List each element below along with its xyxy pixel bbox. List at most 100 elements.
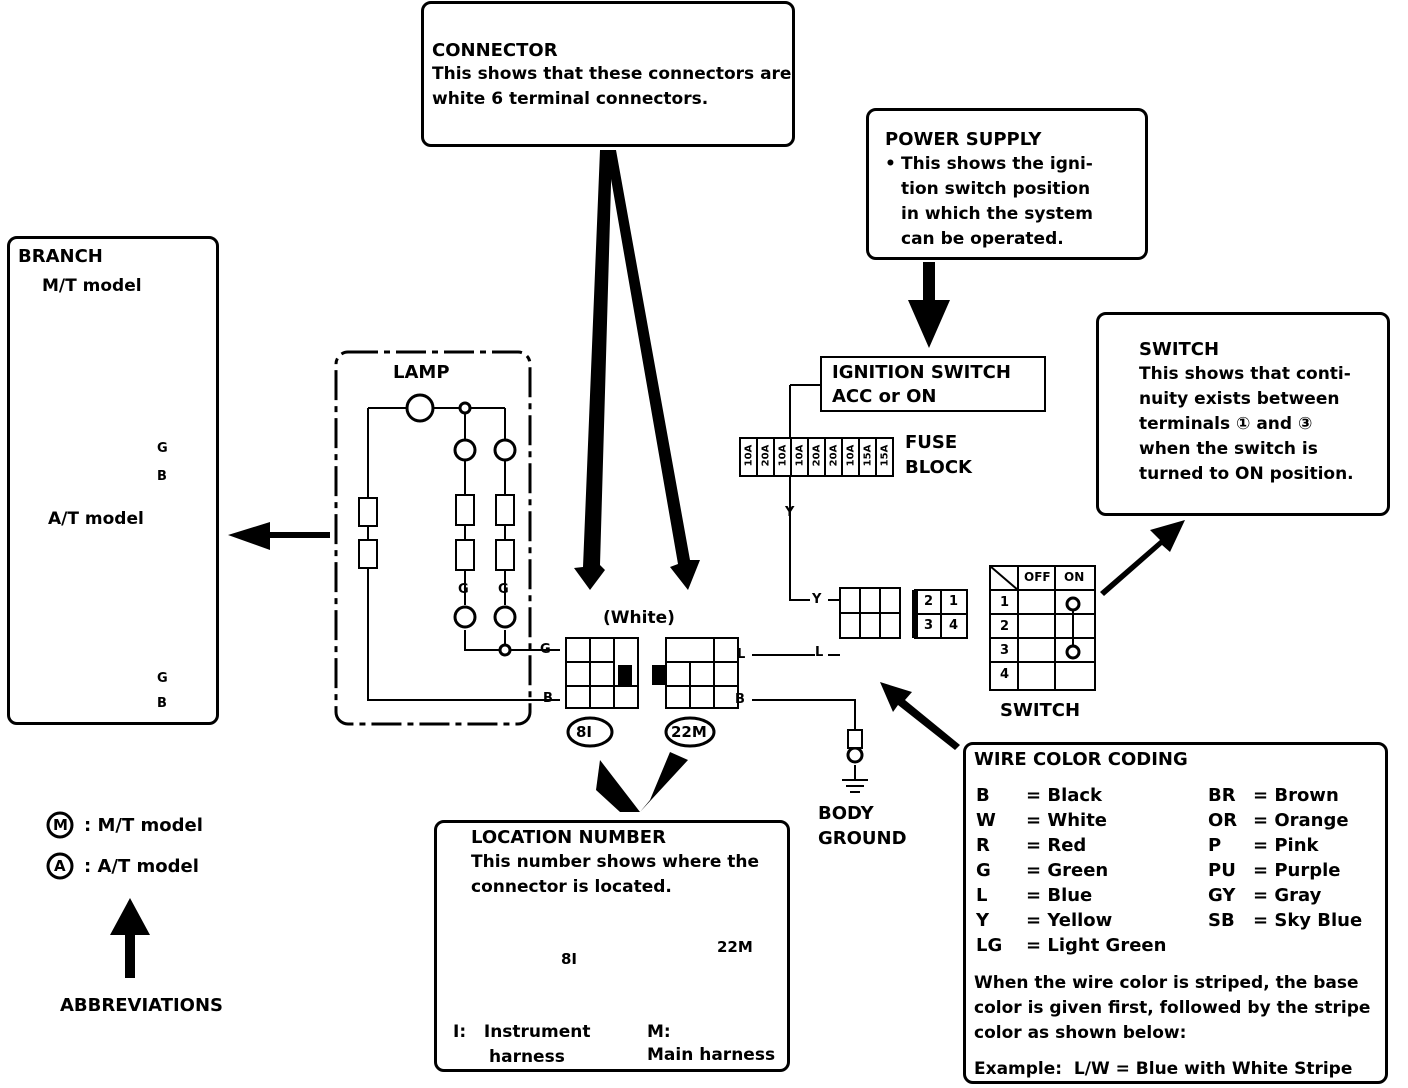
- wire-color-row: W= White: [976, 810, 1107, 831]
- switch-line2: nuity exists between: [1139, 389, 1340, 409]
- connector-arrow-right: [606, 150, 700, 590]
- branch-at-g: G: [157, 671, 168, 686]
- connector-arrow-left: [574, 150, 612, 590]
- ignition-line2: ACC or ON: [832, 386, 937, 407]
- terminal-4: 4: [949, 618, 959, 633]
- ground-line2: GROUND: [818, 828, 907, 849]
- branch-box: BRANCH M/T model A/T model G B G B: [7, 236, 219, 725]
- location-arrow-a: [596, 760, 640, 812]
- branch-mt-label: M/T model: [42, 276, 142, 296]
- location-code-22m: 22M: [671, 723, 707, 741]
- switch-off-header: OFF: [1024, 570, 1051, 584]
- switch-label: SWITCH: [1000, 700, 1081, 721]
- location-i-label2: harness: [489, 1047, 565, 1067]
- branch-title: BRANCH: [18, 246, 103, 267]
- wire-color-code: GY: [1208, 885, 1236, 906]
- location-title: LOCATION NUMBER: [471, 827, 666, 848]
- lamp-branch-wire: [464, 460, 560, 651]
- wire-color-row: LG = Light Green: [976, 935, 1166, 956]
- wire-color-row: OR= Orange: [1208, 810, 1349, 831]
- fuse-rating: 15A: [879, 444, 891, 467]
- wire-color-code: OR: [1208, 810, 1238, 831]
- wire-color-note1: When the wire color is striped, the base: [974, 973, 1359, 993]
- wire-color-example: Example: L/W = Blue with White Stripe: [974, 1059, 1353, 1079]
- wire-color-row: PU= Purple: [1208, 860, 1341, 881]
- lamp-wire-g2: G: [498, 582, 509, 597]
- wire-label-g: G: [540, 642, 551, 657]
- wire-color-note2: color is given first, followed by the st…: [974, 998, 1371, 1018]
- location-code-8i: 8I: [576, 723, 593, 741]
- fuse-rating: 20A: [811, 444, 823, 467]
- wire-label-y2: Y: [812, 592, 822, 607]
- switch-row-4: 4: [1000, 667, 1010, 682]
- branch-at-b: B: [157, 696, 167, 711]
- switch-row-2: 2: [1000, 619, 1010, 634]
- fuse-rating: 10A: [777, 444, 789, 467]
- branch-at-label: A/T model: [48, 509, 144, 529]
- wire-color-name: = Green: [1026, 860, 1109, 881]
- fuse-line2: BLOCK: [905, 457, 973, 478]
- power-line3: in which the system: [901, 204, 1093, 224]
- wire-color-name: = Sky Blue: [1253, 910, 1363, 931]
- wire-color-row: L= Blue: [976, 885, 1092, 906]
- power-line1: This shows the igni-: [901, 154, 1093, 174]
- wire-color-code: LG: [976, 935, 1003, 956]
- wire-color-code: PU: [1208, 860, 1236, 881]
- connector-line2: white 6 terminal connectors.: [432, 89, 709, 109]
- connector-title: CONNECTOR: [432, 40, 558, 61]
- switch-row-3: 3: [1000, 643, 1010, 658]
- fuse-rating: 10A: [794, 444, 806, 467]
- location-m-code: 22M: [717, 938, 753, 956]
- wire-color-name: = Pink: [1253, 835, 1319, 856]
- wire-color-row: Y = Yellow: [976, 910, 1112, 931]
- wire-color-name: = Light Green: [1026, 935, 1167, 956]
- lamp-title: LAMP: [393, 362, 450, 383]
- power-line2: tion switch position: [901, 179, 1091, 199]
- ground-line1: BODY: [818, 803, 874, 824]
- wire-color-name: = Yellow: [1026, 910, 1113, 931]
- switch-arrow: [1100, 520, 1185, 596]
- switch-on-header: ON: [1064, 570, 1085, 584]
- location-i-label1: I: Instrument: [453, 1022, 591, 1042]
- wire-color-code: L: [976, 885, 988, 906]
- fuse-rating: 20A: [760, 444, 772, 467]
- terminal-3: 3: [924, 618, 934, 633]
- mt-symbol-icon: [453, 438, 477, 462]
- switch-line3: terminals ① and ③: [1139, 414, 1313, 434]
- bullet-icon: •: [885, 154, 896, 174]
- connector-line1: This shows that these connectors are: [432, 64, 792, 84]
- abbrev-m-symbol: M: [53, 816, 68, 834]
- fuse-rating: 20A: [828, 444, 840, 467]
- wire-color-code: Y: [976, 910, 990, 931]
- abbrev-a-symbol: A: [54, 857, 66, 875]
- wire-label-y1: Y: [785, 505, 795, 520]
- branch-mt-b: B: [157, 469, 167, 484]
- location-arrow-b: [640, 752, 688, 812]
- power-arrow: [908, 262, 950, 348]
- fuse-line1: FUSE: [905, 432, 958, 453]
- wire-color-name: = Black: [1026, 785, 1103, 806]
- wire-color-row: P = Pink: [1208, 835, 1319, 856]
- switch-line1: This shows that conti-: [1139, 364, 1351, 384]
- wire-color-name: = White: [1026, 810, 1107, 831]
- switch-row-1: 1: [1000, 595, 1010, 610]
- wire-color-row: B = Black: [976, 785, 1102, 806]
- wire-label-b2: B: [735, 692, 745, 707]
- fuse-rating: 15A: [862, 444, 874, 467]
- wire-b-ground: [752, 699, 856, 730]
- connector-callout: CONNECTOR This shows that these connecto…: [421, 1, 795, 147]
- wire-color-code: B: [976, 785, 990, 806]
- wire-color-note3: color as shown below:: [974, 1023, 1187, 1043]
- wire-color-arrow: [880, 682, 960, 750]
- abbrev-m-text: : M/T model: [84, 815, 203, 836]
- wire-label-b: B: [543, 691, 553, 706]
- wire-color-code: R: [976, 835, 990, 856]
- connector-white-label: (White): [603, 608, 675, 628]
- location-line2: connector is located.: [471, 877, 672, 897]
- lamp-bulb-icon: [405, 393, 435, 423]
- wire-color-code: P: [1208, 835, 1222, 856]
- wire-color-row: BR= Brown: [1208, 785, 1339, 806]
- ground-symbol: [842, 765, 868, 793]
- wire-color-name: = Red: [1026, 835, 1087, 856]
- abbrev-a-text: : A/T model: [84, 856, 199, 877]
